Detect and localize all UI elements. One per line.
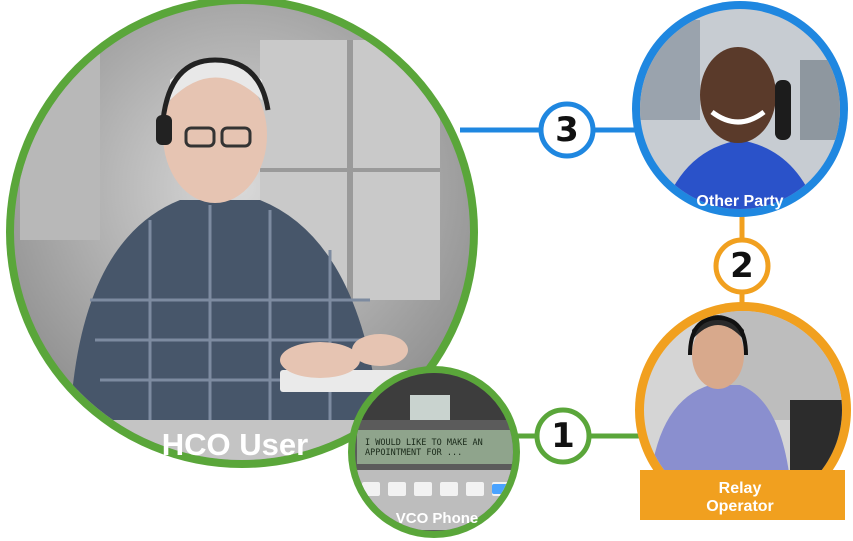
other-party-label: Other Party: [696, 193, 784, 210]
other-party-circle: [632, 1, 848, 217]
vco-screen-text: I WOULD LIKE TO MAKE AN APPOINTMENT FOR …: [365, 438, 483, 458]
step-1-number: 1: [551, 416, 575, 456]
vco-lcd-screen: [357, 430, 513, 464]
step-3-number: 3: [555, 110, 579, 150]
step-3-badge: [538, 101, 596, 159]
step-1-badge: [534, 407, 592, 465]
relay-operator-circle: [635, 302, 851, 520]
vco-phone-label: VCO Phone: [395, 510, 479, 527]
step-2-badge: [713, 237, 771, 295]
relay-operator-label: Relay Operator: [706, 480, 774, 515]
vco-phone-circle: [348, 366, 520, 538]
step-2-number: 2: [730, 246, 754, 286]
hco-user-circle: [6, 0, 478, 468]
hco-user-label: HCO User: [161, 427, 309, 462]
